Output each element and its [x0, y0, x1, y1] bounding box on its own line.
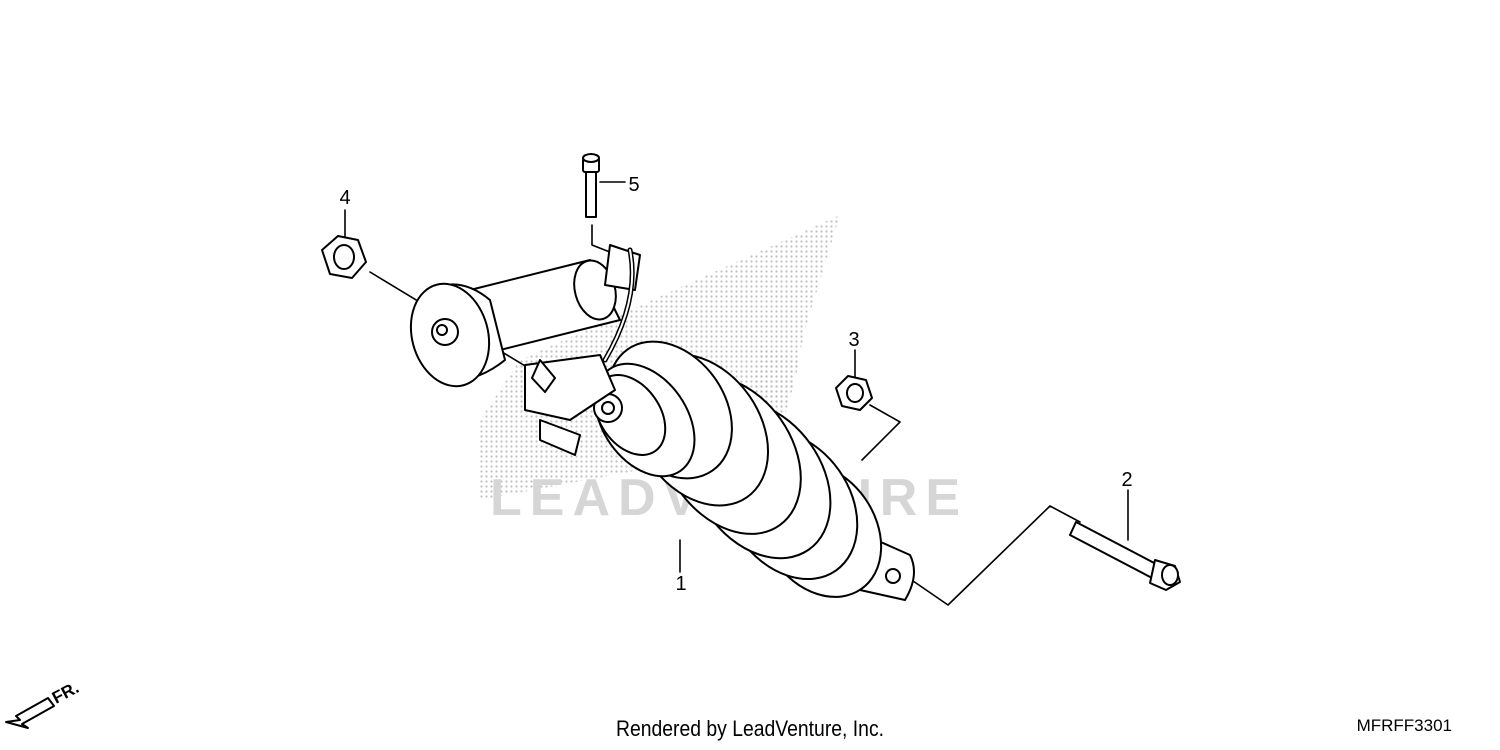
bolt-part-5: [582, 153, 600, 218]
bolt-part-2: [1069, 521, 1181, 591]
nut-part-3: [835, 375, 873, 411]
shock-absorber-part-1: [593, 340, 915, 601]
callout-2: 2: [1121, 469, 1132, 491]
nut-part-4: [321, 235, 367, 279]
callout-4: 4: [339, 187, 350, 209]
callout-3: 3: [848, 329, 859, 351]
front-direction-arrow: FR.: [5, 678, 82, 729]
front-direction-label: FR.: [49, 678, 82, 708]
callout-1: 1: [675, 573, 686, 595]
diagram-code: MFRFF3301: [1356, 716, 1452, 735]
callout-5: 5: [628, 174, 639, 196]
footer-credit: Rendered by LeadVenture, Inc.: [615, 716, 885, 741]
leader-lines: [344, 181, 1129, 606]
reservoir-adjuster: [409, 244, 641, 456]
